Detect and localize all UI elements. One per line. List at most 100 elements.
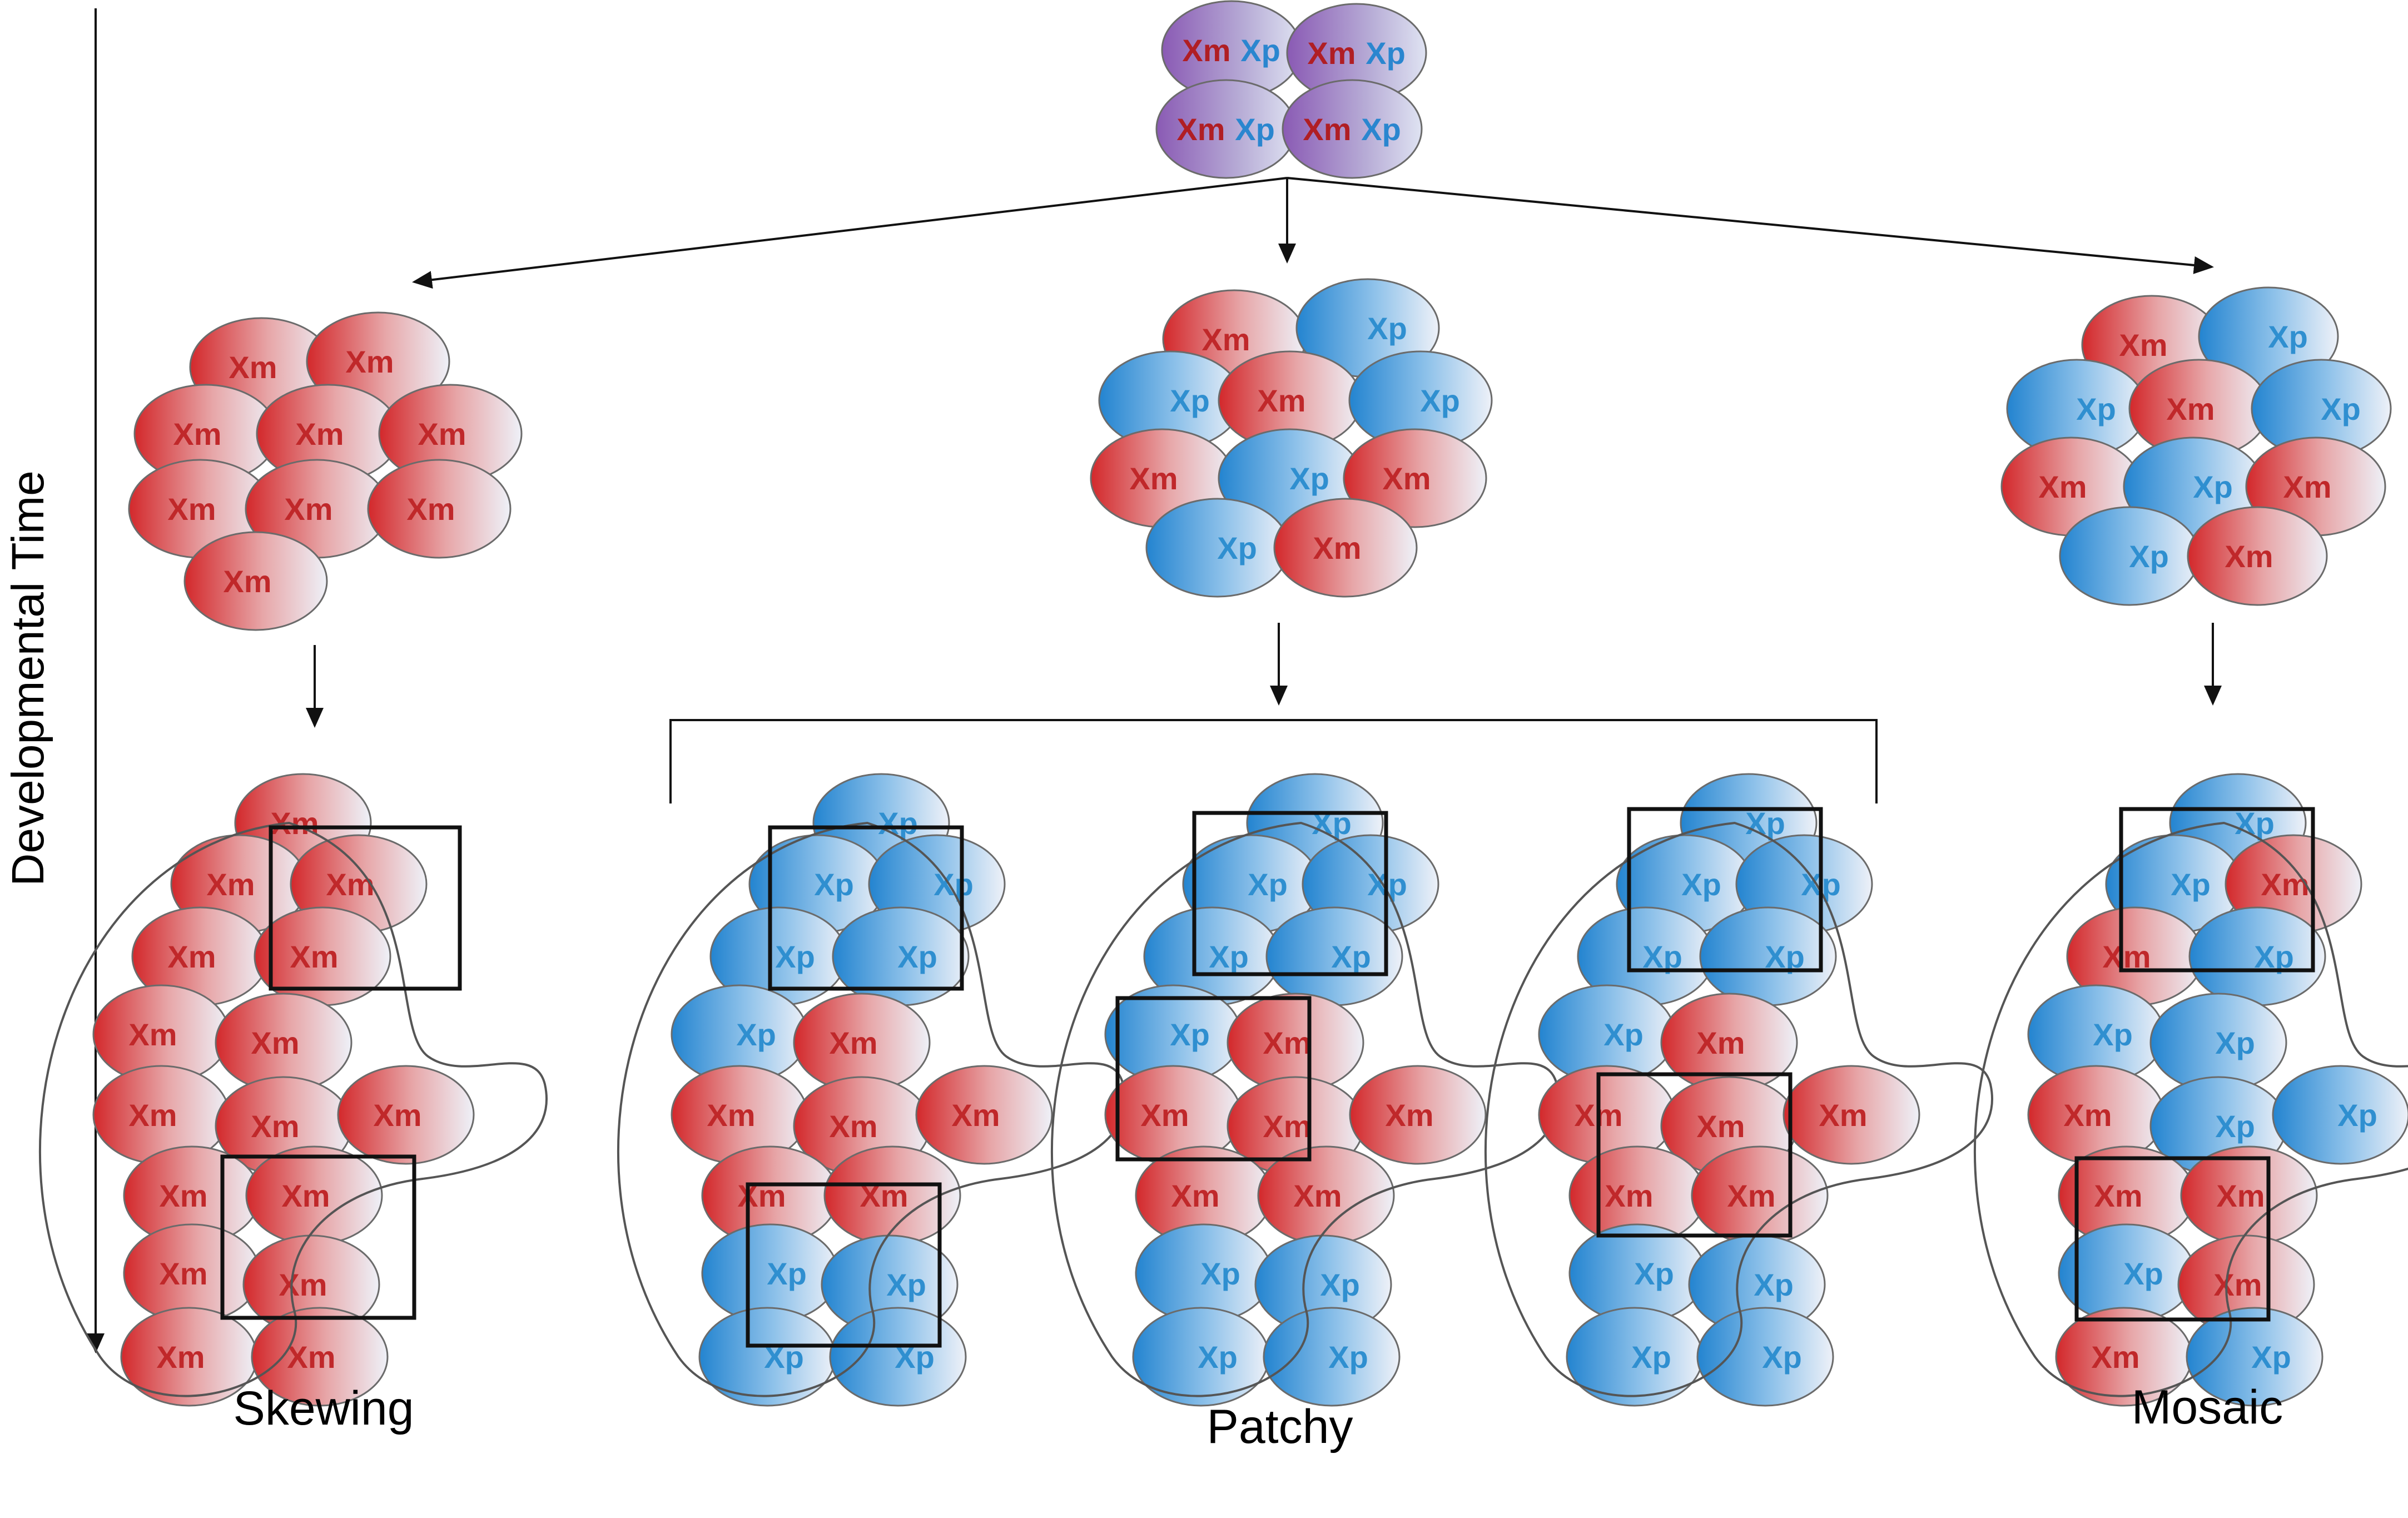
cluster-cell: Xm xyxy=(2128,359,2270,459)
paternal-x-label: Xp xyxy=(1248,867,1288,902)
paternal-x-label: Xp xyxy=(1240,33,1280,68)
paternal-x-label: Xp xyxy=(886,1267,926,1302)
paternal-x-label: Xp xyxy=(2337,1098,2377,1133)
paternal-x-label: Xp xyxy=(2123,1256,2163,1291)
organ-outline xyxy=(1973,821,2408,1397)
maternal-x-label: Xm xyxy=(159,1178,207,1213)
tissue-cell: Xp xyxy=(1132,1307,1270,1407)
cell-body xyxy=(1783,1065,1920,1165)
maternal-x-label: Xm xyxy=(290,939,338,974)
maternal-x-label: Xm xyxy=(2119,328,2167,363)
cell-body xyxy=(183,531,328,631)
sampling-boxes xyxy=(220,807,2315,1348)
maternal-x-label: Xm xyxy=(128,1098,177,1133)
tissue-cell: Xm xyxy=(337,1065,475,1165)
paternal-x-label: Xp xyxy=(2093,1017,2133,1052)
tissue-cell: Xm xyxy=(131,906,269,1006)
maternal-x-label: Xm xyxy=(1382,461,1431,496)
tissue-cell: Xm xyxy=(1257,1145,1395,1246)
maternal-x-label: Xm xyxy=(345,344,394,379)
paternal-x-label: Xp xyxy=(1361,112,1401,147)
caption-skewing: Skewing xyxy=(233,1382,414,1435)
maternal-x-label: Xm xyxy=(270,806,319,841)
tissue-cell: Xm xyxy=(1104,1065,1242,1165)
sample-box xyxy=(1115,996,1312,1162)
cell-body xyxy=(1282,79,1423,179)
cell-body xyxy=(1263,1307,1401,1407)
paternal-x-label: Xp xyxy=(1198,1340,1238,1375)
maternal-x-label: Xm xyxy=(951,1098,1000,1133)
paternal-x-label: Xp xyxy=(1320,1267,1360,1302)
maternal-x-label: Xm xyxy=(829,1109,877,1144)
maternal-x-label: Xm xyxy=(418,416,466,452)
tissue-cell: Xp xyxy=(821,1234,959,1335)
maternal-x-label: Xm xyxy=(2225,539,2273,574)
paternal-x-label: Xp xyxy=(1170,383,1210,418)
paternal-x-label: Xp xyxy=(2193,469,2233,504)
tissue-cell: Xm xyxy=(120,1307,258,1407)
arrow-to-skewing xyxy=(412,177,1288,289)
maternal-x-label: Xm xyxy=(128,1017,177,1052)
caption-mosaic: Mosaic xyxy=(2132,1381,2283,1434)
maternal-x-label: Xm xyxy=(1696,1025,1745,1060)
tissue-cell: Xp xyxy=(1538,984,1676,1084)
paternal-x-label: Xp xyxy=(2171,867,2211,902)
lineage-arrows xyxy=(306,177,2222,803)
maternal-x-label: Xm xyxy=(829,1025,877,1060)
maternal-x-label: Xm xyxy=(1176,112,1225,147)
maternal-x-label: Xm xyxy=(251,1025,299,1060)
tissue-cell: Xm xyxy=(245,1145,383,1246)
maternal-x-label: Xm xyxy=(326,867,374,902)
tissue-cell: Xm xyxy=(2180,1145,2318,1246)
sample-box xyxy=(220,1154,416,1320)
tissue-cell: Xp xyxy=(1696,1307,1834,1407)
cluster-cell: Xm xyxy=(378,384,523,484)
maternal-x-label: Xm xyxy=(156,1340,205,1375)
pattern-captions: Skewing Patchy Mosaic xyxy=(233,1381,2283,1453)
maternal-x-label: Xm xyxy=(373,1098,421,1133)
maternal-x-label: Xm xyxy=(287,1340,335,1375)
tissue-cell: Xm xyxy=(1568,1145,1706,1246)
maternal-x-label: Xm xyxy=(2283,469,2331,504)
tissue-cell: Xm xyxy=(671,1065,808,1165)
maternal-x-label: Xm xyxy=(2166,391,2215,426)
maternal-x-label: Xm xyxy=(2261,867,2309,902)
maternal-x-label: Xm xyxy=(707,1098,755,1133)
tissue-cell: Xm xyxy=(242,1234,380,1335)
paternal-x-label: Xp xyxy=(1235,112,1275,147)
paternal-x-label: Xp xyxy=(1603,1017,1644,1052)
zygote-cell: Xm Xp xyxy=(1155,79,1297,179)
tissue-cell: Xp xyxy=(2149,993,2287,1093)
tissue-cell: Xm xyxy=(92,984,230,1084)
maternal-x-label: Xm xyxy=(1307,36,1356,71)
maternal-x-label: Xm xyxy=(1727,1178,1775,1213)
cluster-cell: Xp xyxy=(1348,350,1493,450)
cluster-cell: Xp xyxy=(2006,359,2147,459)
tissue-cell: Xm xyxy=(1349,1065,1487,1165)
maternal-x-label: Xm xyxy=(295,416,344,452)
tissue-cell: Xp xyxy=(1104,984,1242,1084)
tissue-cell: Xm xyxy=(251,1307,389,1407)
tissue-cell: Xp xyxy=(1699,906,1837,1006)
cell-body xyxy=(1273,498,1418,598)
paternal-x-label: Xp xyxy=(1209,939,1249,974)
tissue-cell: Xm xyxy=(793,993,931,1093)
caption-patchy: Patchy xyxy=(1207,1400,1353,1453)
cell-body xyxy=(829,1307,967,1407)
maternal-x-label: Xm xyxy=(159,1256,207,1291)
tissue-cell: Xm xyxy=(1783,1065,1920,1165)
maternal-x-label: Xm xyxy=(1819,1098,1867,1133)
maternal-x-label: Xm xyxy=(279,1267,327,1302)
organ-outline xyxy=(1484,821,1994,1397)
sample-box xyxy=(1627,807,1823,973)
cluster-cell: Xm xyxy=(1218,350,1362,450)
